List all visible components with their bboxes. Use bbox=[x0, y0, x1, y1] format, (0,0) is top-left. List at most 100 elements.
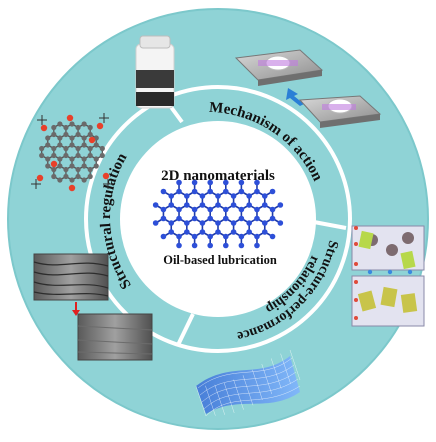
lattice-atom bbox=[215, 220, 221, 226]
lattice-atom bbox=[246, 193, 252, 199]
molecule-atom bbox=[45, 135, 51, 141]
lattice-atom bbox=[199, 193, 206, 199]
sem-image-top bbox=[33, 253, 109, 301]
lattice-atom bbox=[191, 242, 198, 249]
molecule-atom bbox=[45, 142, 51, 148]
lattice-atom bbox=[254, 188, 260, 195]
arrow-icon bbox=[286, 88, 304, 106]
molecule-side-chain bbox=[31, 179, 41, 189]
molecule-atom bbox=[87, 152, 93, 159]
lattice-atom bbox=[184, 202, 190, 208]
molecule-atom bbox=[57, 121, 63, 127]
molecule-atom bbox=[51, 124, 57, 131]
molecule-oxygen-atom bbox=[40, 124, 48, 132]
lattice-atom bbox=[207, 242, 214, 249]
lattice-atom bbox=[277, 202, 284, 208]
friction-interface-model bbox=[351, 225, 425, 327]
lattice-atom bbox=[261, 193, 268, 199]
lattice-atom bbox=[254, 206, 260, 213]
lattice-atom bbox=[222, 242, 229, 249]
lattice-atom bbox=[207, 206, 214, 213]
lattice-atom bbox=[176, 206, 182, 213]
molecule-atom bbox=[57, 135, 63, 141]
molecule-atom bbox=[69, 163, 75, 169]
molecule-atom bbox=[45, 163, 51, 169]
sector-ring-outline bbox=[84, 85, 352, 353]
molecule-atom bbox=[51, 152, 57, 159]
molecule-atom bbox=[81, 121, 87, 127]
lattice-atom bbox=[277, 220, 284, 226]
lattice-atom bbox=[215, 193, 221, 199]
sem-image-bottom bbox=[77, 313, 153, 361]
molecule-atom bbox=[87, 145, 93, 152]
lattice-atom bbox=[176, 215, 182, 222]
molecule-atom bbox=[51, 145, 57, 152]
lattice-atom bbox=[230, 229, 237, 235]
molecule-atom bbox=[63, 131, 69, 138]
lattice-atom bbox=[160, 206, 167, 213]
wavy-nanosheet-illustration bbox=[195, 349, 301, 417]
lattice-atom bbox=[222, 188, 229, 195]
lattice-atom bbox=[269, 188, 276, 195]
lattice-atom bbox=[199, 220, 206, 226]
molecule-atom bbox=[45, 156, 51, 162]
lattice-atom bbox=[222, 233, 229, 240]
molecule-atom bbox=[69, 156, 75, 162]
molecule-atom bbox=[57, 142, 63, 148]
molecule-atom bbox=[51, 131, 57, 138]
lattice-atom bbox=[238, 179, 245, 186]
lattice-atom bbox=[246, 220, 252, 226]
molecule-atom bbox=[75, 152, 81, 159]
molecule-atom bbox=[93, 163, 99, 169]
lattice-atom bbox=[168, 229, 175, 235]
lattice-atom bbox=[230, 202, 237, 208]
lattice-atom bbox=[191, 188, 198, 195]
lattice-atom bbox=[184, 229, 190, 235]
molecule-atom bbox=[39, 145, 45, 152]
lattice-atom bbox=[176, 179, 182, 186]
molecule-atom bbox=[99, 152, 105, 159]
molecule-side-chain bbox=[37, 115, 47, 125]
molecule-atom bbox=[57, 177, 63, 183]
lattice-atom bbox=[191, 179, 198, 186]
lattice-atom bbox=[184, 220, 190, 226]
lattice-atom bbox=[222, 179, 229, 186]
lattice-atom bbox=[176, 188, 182, 195]
lattice-atom bbox=[215, 229, 221, 235]
functionalized-graphene-molecule bbox=[31, 113, 113, 192]
molecule-atom bbox=[75, 131, 81, 138]
molecule-atom bbox=[57, 156, 63, 162]
lattice-atom bbox=[191, 233, 198, 240]
lattice-atom bbox=[160, 233, 167, 240]
molecule-atom bbox=[75, 145, 81, 152]
lattice-atom bbox=[261, 202, 268, 208]
lattice-atom bbox=[207, 215, 214, 222]
molecule-atom bbox=[69, 177, 75, 183]
lattice-atom bbox=[199, 229, 206, 235]
lattice-atom bbox=[207, 233, 214, 240]
molecule-atom bbox=[81, 163, 87, 169]
lattice-atom bbox=[160, 215, 167, 222]
lattice-atom bbox=[246, 229, 252, 235]
lattice-atom bbox=[168, 202, 175, 208]
lattice-atom bbox=[176, 242, 182, 249]
molecule-atom bbox=[63, 173, 69, 180]
lattice-atom bbox=[254, 179, 260, 186]
lattice-atom bbox=[168, 193, 175, 199]
molecule-atom bbox=[87, 173, 93, 180]
lattice-atom bbox=[238, 242, 245, 249]
lattice-atom bbox=[254, 233, 260, 240]
lattice-atom bbox=[191, 215, 198, 222]
lattice-atom bbox=[238, 206, 245, 213]
lattice-atom bbox=[191, 206, 198, 213]
lattice-atom bbox=[238, 188, 245, 195]
lattice-atom bbox=[230, 193, 237, 199]
molecule-atom bbox=[93, 142, 99, 148]
lattice-atom bbox=[230, 220, 237, 226]
lattice-atom bbox=[269, 233, 276, 240]
divider-bottom bbox=[176, 313, 195, 346]
molecule-atom bbox=[81, 142, 87, 148]
molecule-atom bbox=[69, 142, 75, 148]
graphene-lattice-illustration bbox=[152, 179, 284, 249]
molecule-side-chain bbox=[103, 179, 113, 189]
